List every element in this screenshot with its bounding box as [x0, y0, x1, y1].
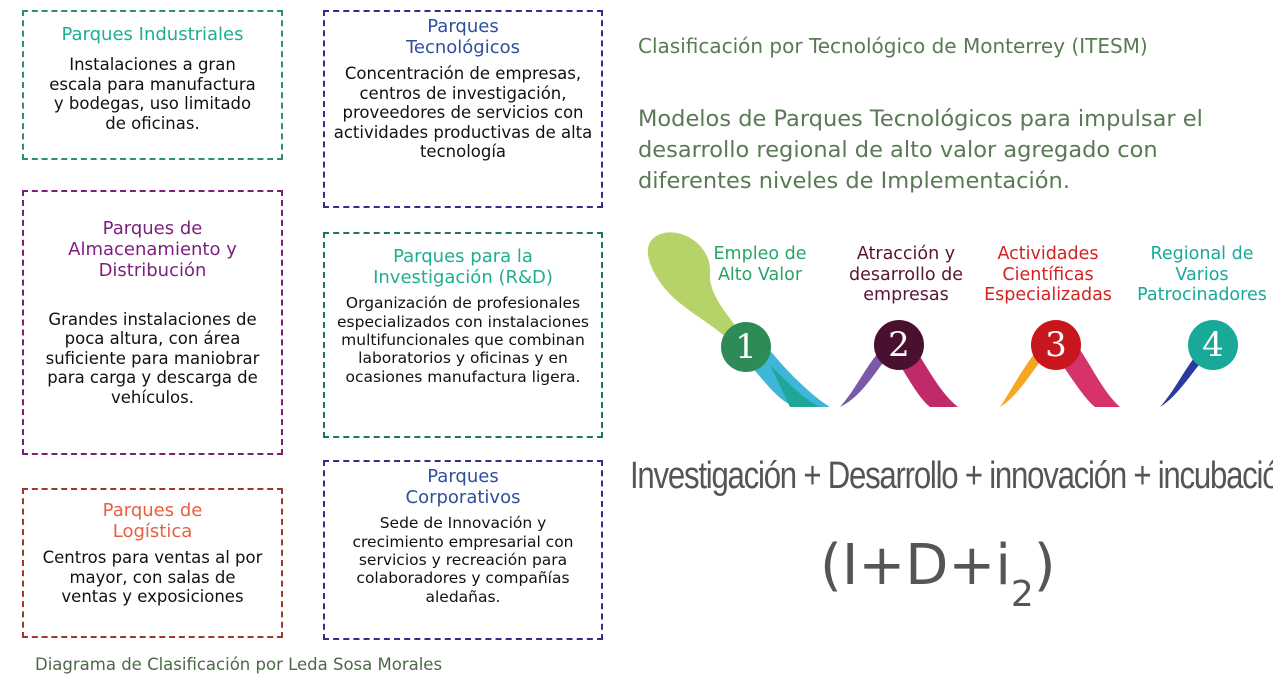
- stage-number: 3: [1045, 325, 1067, 365]
- stage-1-circle: 1: [721, 322, 771, 372]
- category-description: Instalaciones a gran escala para manufac…: [49, 55, 256, 133]
- category-box-investigacion: Parques para la Investigación (R&D) Orga…: [323, 232, 603, 438]
- stage-4-label: Regional de Varios Patrocinadores: [1137, 244, 1267, 306]
- category-description: Organización de profesionales especializ…: [337, 294, 589, 386]
- acronym-subscript: 2: [1010, 574, 1034, 615]
- category-title: Parques Tecnológicos: [405, 16, 521, 59]
- category-description: Centros para ventas al por mayor, con sa…: [42, 548, 263, 607]
- category-title: Parques Industriales: [61, 24, 244, 45]
- stages-wave-graphic: [647, 232, 1218, 407]
- category-box-tecnologicos: Parques Tecnológicos Concentración de em…: [323, 10, 603, 208]
- stage-number: 4: [1202, 325, 1224, 365]
- acronym-text: (I+D+i2): [820, 533, 1056, 615]
- stage-2-circle: 2: [874, 320, 924, 370]
- wave-segment: [940, 337, 1055, 407]
- stage-3-label: Actividades Científicas Especializadas: [984, 244, 1112, 306]
- stage-number: 1: [735, 327, 757, 367]
- formula-text: Investigación + Desarrollo + innovación …: [630, 455, 1273, 497]
- category-title: Parques Corporativos: [405, 466, 521, 509]
- category-description: Concentración de empresas, centros de in…: [333, 64, 593, 162]
- stage-2-label: Atracción y desarrollo de empresas: [849, 244, 963, 306]
- stage-4-circle: 4: [1188, 320, 1238, 370]
- category-title: Parques de Logística: [102, 500, 203, 543]
- category-description: Grandes instalaciones de poca altura, co…: [45, 309, 260, 407]
- category-description: Sede de Innovación y crecimiento empresa…: [352, 514, 574, 606]
- classification-heading: Clasificación por Tecnológico de Monterr…: [638, 34, 1148, 58]
- category-box-corporativos: Parques Corporativos Sede de Innovación …: [323, 460, 603, 640]
- acronym-close: ): [1033, 533, 1056, 598]
- stage-number: 2: [888, 325, 910, 365]
- stage-1-label: Empleo de Alto Valor: [713, 244, 807, 285]
- acronym-main: (I+D+i: [820, 533, 1011, 598]
- category-box-industriales: Parques Industriales Instalaciones a gra…: [22, 10, 283, 160]
- category-title: Parques para la Investigación (R&D): [373, 246, 553, 289]
- category-box-logistica: Parques de Logística Centros para ventas…: [22, 488, 283, 638]
- category-box-almacenamiento: Parques de Almacenamiento y Distribución…: [22, 190, 283, 455]
- category-title: Parques de Almacenamiento y Distribución: [68, 218, 237, 282]
- stage-3-circle: 3: [1031, 320, 1081, 370]
- wave-segment: [770, 365, 820, 407]
- wave-teardrop: [647, 232, 742, 343]
- models-subheading: Modelos de Parques Tecnológicos para imp…: [638, 106, 1203, 195]
- diagram-credit: Diagrama de Clasificación por Leda Sosa …: [35, 655, 443, 674]
